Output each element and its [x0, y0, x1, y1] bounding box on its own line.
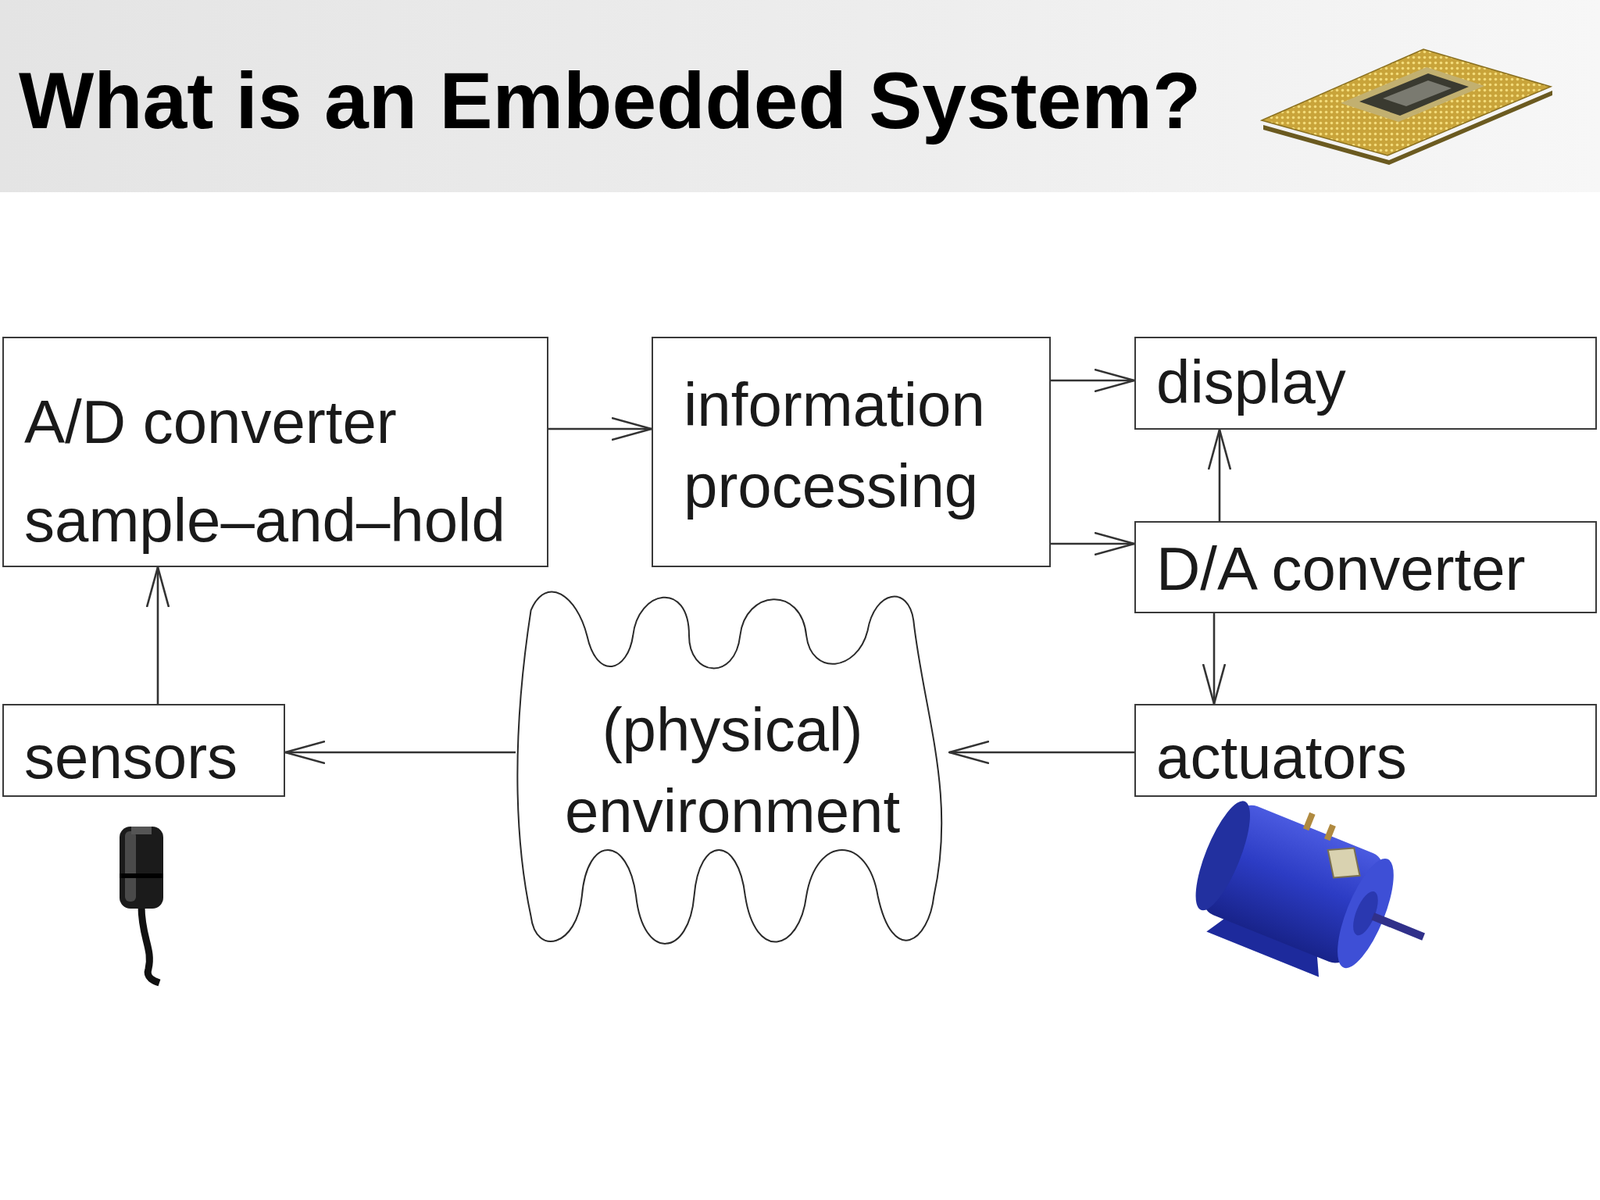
signal-arrow [1213, 613, 1216, 704]
actuator-box: actuators [1134, 703, 1597, 797]
motor-picture [1178, 782, 1451, 1008]
node-label: sample–and–hold [24, 483, 547, 558]
cloud-outline [515, 589, 950, 958]
node-label: A/D converter [24, 385, 547, 459]
node-label: actuators [1156, 720, 1596, 794]
signal-arrow [949, 751, 1135, 754]
signal-arrow [548, 428, 652, 431]
cloud-shape [517, 592, 942, 944]
node-label: information processing [683, 364, 1050, 527]
node-label: (physical) environment [515, 689, 950, 852]
process-box: information processing [651, 336, 1051, 568]
signal-arrow [1218, 429, 1222, 522]
output-box: display [1134, 336, 1597, 430]
node-label: D/A converter [1156, 532, 1596, 606]
converter-box: D/A converter [1134, 521, 1597, 614]
cpu-chip-picture [1261, 49, 1553, 165]
signal-arrow [1050, 542, 1135, 546]
signal-arrow [285, 751, 516, 754]
signal-arrow [157, 567, 160, 704]
slide-title: What is an Embedded System? [18, 60, 1201, 141]
environment-cloud: (physical) environment [515, 589, 950, 958]
converter-box: A/D converter sample–and–hold [2, 336, 549, 568]
sensor-picture [119, 826, 164, 983]
sensor-box: sensors [2, 703, 286, 797]
node-label: sensors [24, 720, 284, 794]
node-label: display [1156, 345, 1596, 419]
signal-arrow [1050, 379, 1135, 383]
